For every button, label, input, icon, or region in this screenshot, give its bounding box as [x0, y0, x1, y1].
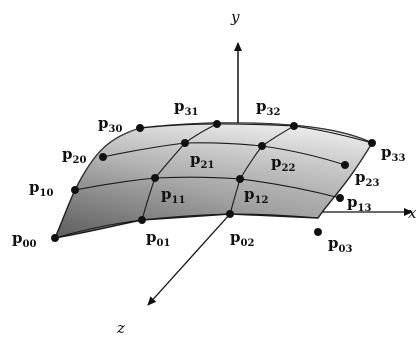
control-point-label-p21: p21 — [190, 150, 214, 171]
control-point-label-p02: p02 — [230, 228, 254, 249]
control-point-p13 — [336, 194, 344, 202]
y-axis-label: y — [230, 8, 240, 26]
control-point-p32 — [290, 122, 298, 130]
control-point-label-p13: p13 — [347, 193, 371, 214]
z-axis-label: z — [116, 319, 125, 337]
control-point-p12 — [236, 175, 244, 183]
control-point-label-p22: p22 — [271, 153, 295, 174]
control-point-p33 — [368, 139, 376, 147]
control-point-label-p33: p33 — [381, 143, 405, 164]
control-point-p31 — [213, 120, 221, 128]
control-point-label-p03: p03 — [328, 234, 352, 255]
control-point-p03 — [314, 228, 322, 236]
control-point-p23 — [341, 161, 349, 169]
control-point-p21 — [181, 139, 189, 147]
control-point-label-p12: p12 — [244, 185, 268, 206]
control-point-p00 — [51, 234, 59, 242]
control-points: p00 p01 p02 p03 p10 p11 p12 p13 p20 p21 p22 p23 p30 p… — [12, 97, 405, 255]
control-point-p11 — [151, 174, 159, 182]
control-point-p30 — [136, 124, 144, 132]
z-axis — [147, 213, 231, 306]
control-point-p20 — [99, 153, 107, 161]
control-point-label-p01: p01 — [146, 228, 170, 249]
control-point-label-p23: p23 — [355, 168, 379, 189]
control-point-p22 — [258, 142, 266, 150]
control-point-label-p30: p30 — [98, 114, 122, 135]
x-axis-label: x — [408, 204, 417, 222]
control-point-label-p11: p11 — [161, 185, 185, 206]
control-point-p10 — [71, 186, 79, 194]
control-point-label-p00: p00 — [12, 229, 36, 250]
control-point-p01 — [138, 216, 146, 224]
control-point-label-p20: p20 — [62, 145, 86, 166]
control-point-p02 — [226, 210, 234, 218]
control-point-label-p10: p10 — [29, 178, 53, 199]
control-point-label-p32: p32 — [256, 97, 280, 118]
surface-grid — [54, 123, 373, 239]
control-point-label-p31: p31 — [174, 97, 198, 118]
